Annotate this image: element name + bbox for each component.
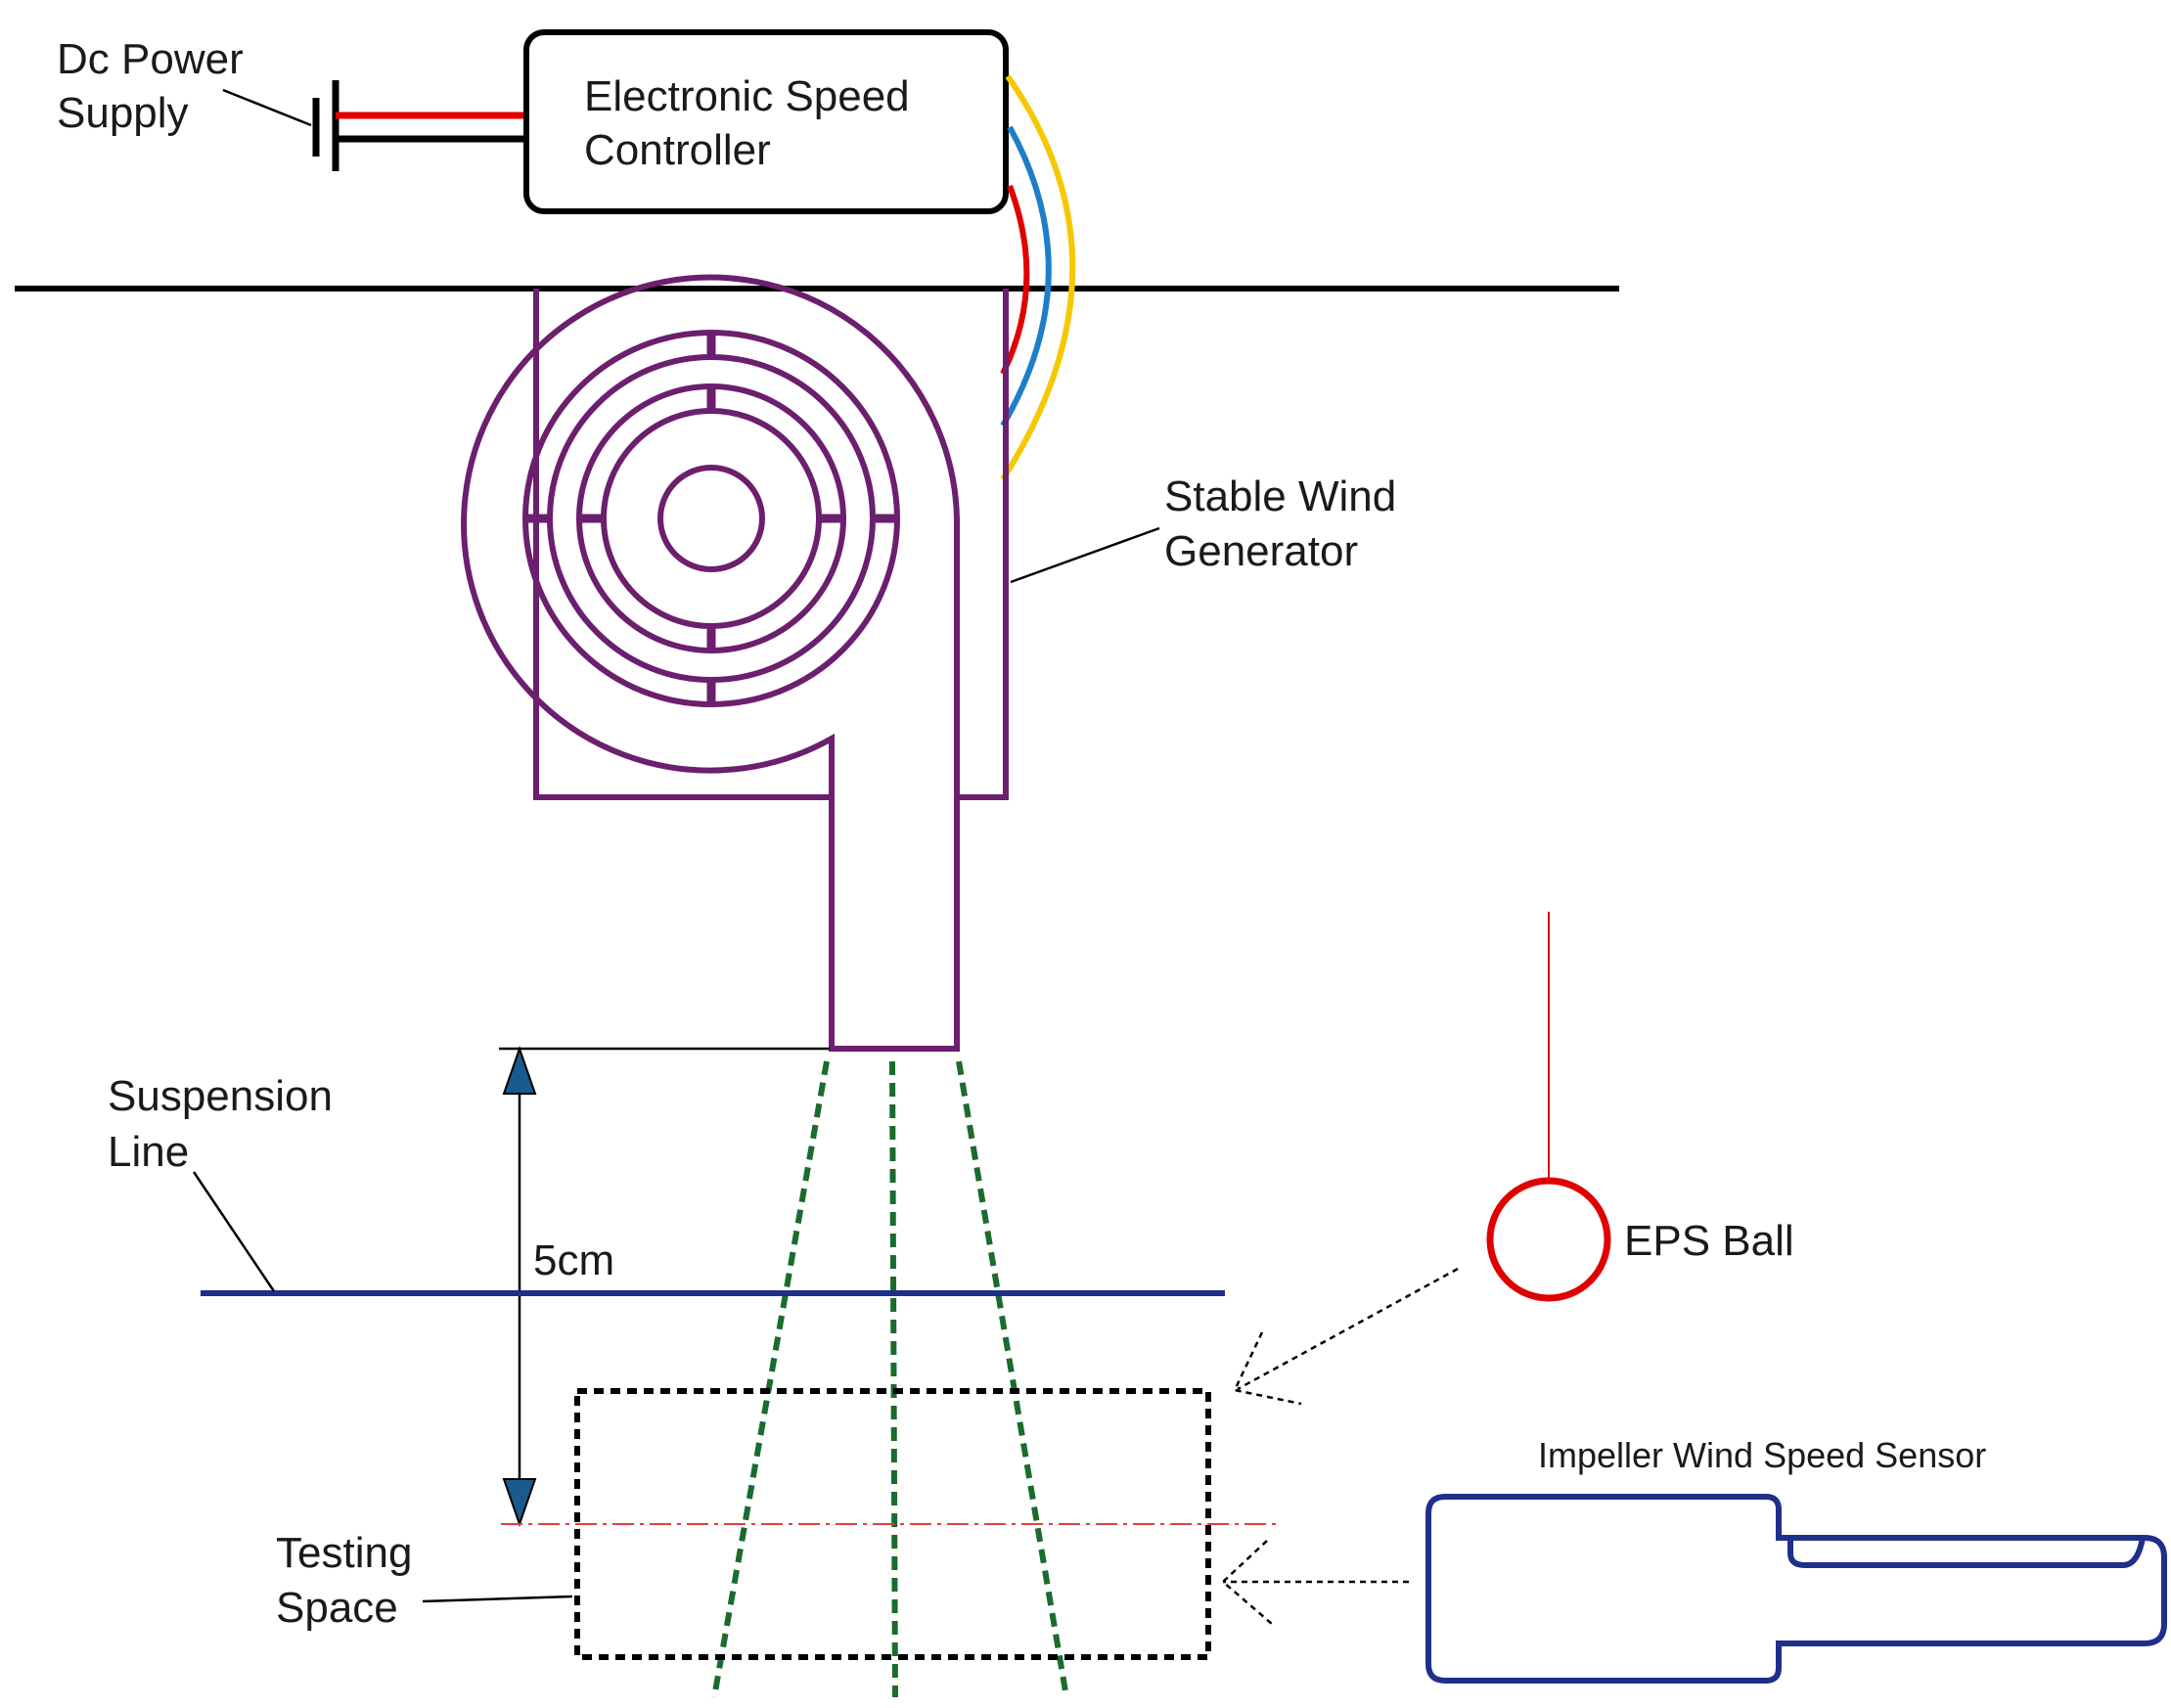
sensor-body xyxy=(1425,1494,2167,1684)
impeller-hub xyxy=(657,465,765,572)
impeller-ring-1 xyxy=(601,408,822,629)
airflow-lines xyxy=(711,1060,1069,1698)
sensor-to-space-arrow xyxy=(1221,1540,1409,1625)
wind-generator-leader-line xyxy=(1010,526,1160,584)
testing-space-leader-line xyxy=(422,1595,573,1603)
sensor-slot xyxy=(1787,1537,2146,1568)
eps-ball-label: EPS Ball xyxy=(1624,1217,1794,1265)
impeller-sensor xyxy=(1425,1494,2167,1684)
airflow-center xyxy=(889,1060,898,1698)
wire-yellow xyxy=(1000,74,1076,481)
dc-power-supply xyxy=(222,80,526,171)
ball-to-space-arrow xyxy=(1233,1267,1459,1406)
eps-ball xyxy=(1486,1177,1611,1302)
sensor-label: Impeller Wind Speed Sensor xyxy=(1538,1435,1986,1475)
wire-blue xyxy=(1000,125,1052,427)
airflow-right xyxy=(956,1060,1069,1698)
impeller-spokes xyxy=(525,333,897,704)
suspension-line-label: Suspension Line xyxy=(108,1072,344,1176)
distance-dimension xyxy=(499,1045,830,1528)
blower-volute xyxy=(461,274,960,1052)
wire-red xyxy=(1000,184,1030,376)
esc-box xyxy=(523,29,1009,214)
wind-generator xyxy=(461,274,1009,1052)
arrow-down xyxy=(502,1478,537,1528)
dc-leader-line xyxy=(222,88,312,127)
motor-wires xyxy=(1000,74,1076,481)
esc-label: Electronic Speed Controller xyxy=(584,72,922,174)
testing-space-label: Testing Space xyxy=(276,1529,425,1632)
impeller-ring-2 xyxy=(576,383,846,653)
dc-power-supply-label: Dc Power Supply xyxy=(57,35,255,137)
wind-generator-label: Stable Wind Generator xyxy=(1164,472,1408,575)
distance-label: 5cm xyxy=(533,1236,614,1284)
airflow-left xyxy=(711,1060,830,1698)
suspension-leader-line xyxy=(192,1171,276,1292)
arrow-up xyxy=(502,1045,537,1095)
